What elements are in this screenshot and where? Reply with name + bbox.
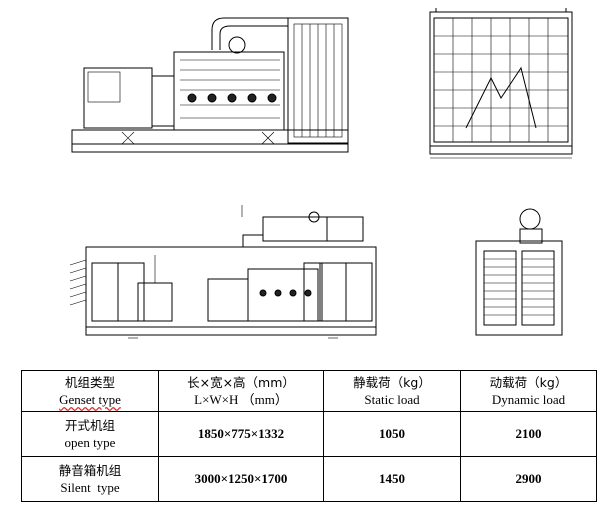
genset-type-en: open type: [64, 435, 116, 450]
genset-type-zh: 静音箱机组: [58, 463, 122, 478]
genset-type-cell: 静音箱机组 Silent type: [21, 456, 159, 502]
dynamic-load-cell: 2100: [460, 411, 597, 457]
header-en: Dynamic load: [491, 392, 566, 407]
open-genset-side-view: [62, 10, 352, 160]
dimensions-value: 1850×775×1332: [197, 426, 285, 441]
genset-type-zh: 开式机组: [64, 418, 115, 433]
header-zh: 机组类型: [64, 375, 115, 390]
header-en: L×W×H （mm）: [194, 392, 288, 407]
header-en: Static load: [364, 392, 420, 407]
header-cell-dynamic-load: 动载荷（kg） Dynamic load: [460, 370, 597, 412]
silent-genset-end-view: [470, 205, 570, 345]
header-cell-dimensions: 长×宽×高（mm） L×W×H （mm）: [158, 370, 324, 412]
static-load-cell: 1050: [323, 411, 461, 457]
header-cell-static-load: 静载荷（kg） Static load: [323, 370, 461, 412]
static-load-cell: 1450: [323, 456, 461, 502]
dimensions-cell: 1850×775×1332: [158, 411, 324, 457]
silent-genset-side-view: [68, 205, 380, 345]
static-load-value: 1050: [379, 426, 405, 441]
header-zh: 动载荷（kg）: [489, 375, 568, 390]
header-en: Genset type: [59, 392, 121, 407]
header-zh: 长×宽×高（mm）: [187, 375, 295, 390]
dimensions-cell: 3000×1250×1700: [158, 456, 324, 502]
dimensions-value: 3000×1250×1700: [194, 471, 288, 486]
static-load-value: 1450: [379, 471, 405, 486]
dynamic-load-value: 2100: [515, 426, 542, 441]
dynamic-load-cell: 2900: [460, 456, 597, 502]
header-cell-genset-type: 机组类型 Genset type: [21, 370, 159, 412]
genset-spec-table: 机组类型 Genset type 长×宽×高（mm） L×W×H （mm） 静载…: [21, 370, 597, 502]
header-zh: 静载荷（kg）: [353, 375, 431, 390]
open-genset-end-view: [426, 8, 576, 163]
genset-type-en: Silent type: [60, 480, 120, 495]
dynamic-load-value: 2900: [515, 471, 542, 486]
table-row: 静音箱机组 Silent type 3000×1250×1700 1450 29…: [21, 456, 597, 502]
genset-type-cell: 开式机组 open type: [21, 411, 159, 457]
table-row: 开式机组 open type 1850×775×1332 1050 2100: [21, 411, 597, 457]
table-header-row: 机组类型 Genset type 长×宽×高（mm） L×W×H （mm） 静载…: [21, 370, 597, 412]
